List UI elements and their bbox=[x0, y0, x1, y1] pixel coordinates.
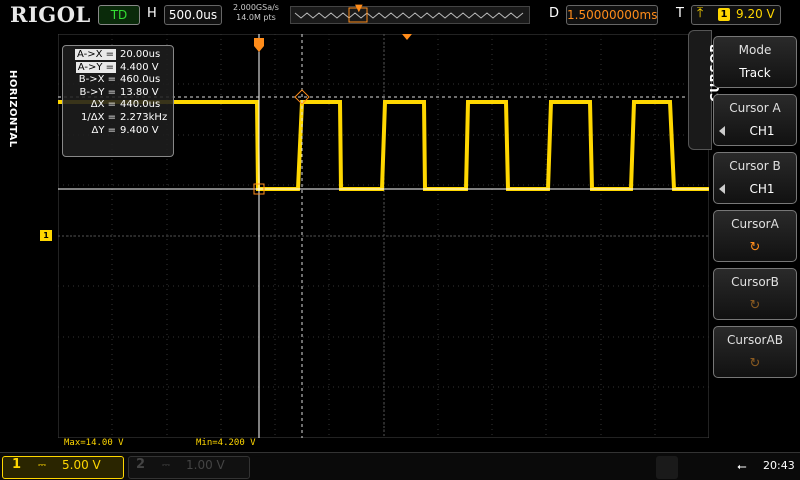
trigger-box[interactable] bbox=[691, 5, 781, 25]
left-arrow-icon bbox=[719, 184, 725, 194]
mode-label: Mode bbox=[738, 43, 772, 57]
cursor-b-knob-label: CursorB bbox=[731, 275, 779, 289]
measure-key: B->X = bbox=[78, 74, 116, 86]
measure-value: 4.400 V bbox=[120, 61, 159, 73]
delay-marker bbox=[402, 34, 412, 40]
run-state-indicator[interactable]: TD bbox=[98, 5, 140, 25]
measure-row: A->X = 20.00us bbox=[67, 49, 169, 62]
mode-button[interactable]: Mode Track bbox=[713, 36, 797, 88]
ch1-offset-marker[interactable]: 1 bbox=[40, 230, 52, 241]
acquisition-info: 2.000GSa/s 14.0M pts bbox=[228, 3, 284, 23]
knob-rotate-icon: ↻ bbox=[749, 356, 761, 371]
cursor-a-label: Cursor A bbox=[729, 101, 781, 115]
trigger-indicator: T bbox=[676, 6, 684, 21]
horizontal-indicator: H bbox=[147, 6, 157, 21]
trigger-channel-badge: 1 bbox=[718, 8, 730, 21]
cursor-a-source-button[interactable]: Cursor A CH1 bbox=[713, 94, 797, 146]
ch1-scale: 5.00 V bbox=[62, 458, 101, 472]
cursor-ab-knob-button[interactable]: CursorAB ↻ bbox=[713, 326, 797, 378]
measure-key: A->X = bbox=[74, 49, 116, 60]
cursor-b-source: CH1 bbox=[749, 182, 775, 196]
measure-row: B->X = 460.0us bbox=[67, 74, 169, 87]
cursor-b-marker bbox=[294, 89, 310, 105]
trigger-position-icon: ▼ bbox=[355, 3, 363, 14]
cursor-a-knob-button[interactable]: CursorA ↻ bbox=[713, 210, 797, 262]
max-value-readout: Max=14.00 V bbox=[64, 438, 124, 448]
measure-value: 9.400 V bbox=[120, 124, 159, 136]
measure-row: B->Y = 13.80 V bbox=[67, 87, 169, 100]
knob-rotate-icon: ↻ bbox=[749, 240, 761, 255]
rigol-logo: RIGOL bbox=[10, 2, 91, 27]
measure-value: 2.273kHz bbox=[120, 111, 168, 123]
measure-row: ΔX = 440.0us bbox=[67, 99, 169, 112]
left-side-panel: HORIZONTAL bbox=[0, 30, 22, 450]
ch1-number: 1 bbox=[12, 457, 22, 472]
measure-value: 13.80 V bbox=[120, 86, 159, 98]
ch1-waveform bbox=[58, 100, 709, 191]
cursor-b-label: Cursor B bbox=[729, 159, 781, 173]
memory-window bbox=[348, 7, 368, 23]
ch1-tab[interactable] bbox=[2, 456, 124, 479]
ch2-number: 2 bbox=[136, 457, 146, 472]
memory-position-bar: ▼ bbox=[290, 3, 530, 24]
measure-value: 20.00us bbox=[120, 49, 161, 60]
timebase-value[interactable]: 500.0us bbox=[164, 5, 222, 25]
menu-corner-tab bbox=[656, 456, 678, 479]
sample-rate: 2.000GSa/s bbox=[233, 3, 279, 12]
min-value-readout: Min=4.200 V bbox=[196, 438, 256, 448]
horizontal-menu-tab[interactable]: HORIZONTAL bbox=[2, 70, 20, 150]
left-arrow-icon bbox=[719, 126, 725, 136]
horizontal-delay-value[interactable]: 1.50000000ms bbox=[566, 5, 658, 25]
cursor-ab-knob-label: CursorAB bbox=[727, 333, 783, 347]
memory-waveform-preview bbox=[294, 7, 524, 23]
cursor-a-source: CH1 bbox=[749, 124, 775, 138]
bottom-channel-bar: 1 ⎓ 5.00 V 2 ⎓ 1.00 V ⭠ 20:43 bbox=[0, 452, 800, 480]
horizontal-label: HORIZONTAL bbox=[7, 70, 18, 148]
cursor-measurement-panel: A->X = 20.00us A->Y = 4.400 V B->X = 460.0u… bbox=[62, 45, 174, 157]
measure-key: ΔY = bbox=[91, 124, 116, 136]
system-clock: 20:43 bbox=[763, 459, 795, 472]
dc-coupling-icon: ⎓ bbox=[162, 460, 170, 471]
measure-value: 440.0us bbox=[120, 99, 161, 111]
memory-depth: 14.0M pts bbox=[236, 13, 276, 22]
measure-row: A->Y = 4.400 V bbox=[67, 61, 169, 75]
measure-value: 460.0us bbox=[120, 74, 161, 86]
top-status-bar: RIGOL TD H 500.0us 2.000GSa/s 14.0M pts … bbox=[0, 0, 800, 30]
measure-key: ΔX = bbox=[90, 99, 116, 111]
mode-value: Track bbox=[739, 66, 771, 80]
measure-key: A->Y = bbox=[75, 61, 116, 73]
trigger-position-marker bbox=[254, 38, 264, 52]
knob-rotate-icon: ↻ bbox=[749, 298, 761, 313]
cursor-menu-tab[interactable]: CURSOR bbox=[688, 30, 722, 150]
cursor-a-marker bbox=[253, 183, 265, 195]
trigger-level-value: 9.20 V bbox=[736, 7, 775, 21]
usb-icon: ⭠ bbox=[737, 459, 747, 473]
ch2-scale: 1.00 V bbox=[186, 458, 225, 472]
dc-coupling-icon: ⎓ bbox=[38, 460, 46, 471]
measure-key: 1/ΔX = bbox=[81, 111, 116, 123]
cursor-a-knob-label: CursorA bbox=[731, 217, 779, 231]
measure-key: B->Y = bbox=[79, 86, 116, 98]
delay-indicator: D bbox=[549, 6, 560, 21]
measure-row: ΔY = 9.400 V bbox=[67, 125, 169, 138]
cursor-b-knob-button[interactable]: CursorB ↻ bbox=[713, 268, 797, 320]
center-axes bbox=[58, 34, 709, 438]
measure-row: 1/ΔX = 2.273kHz bbox=[67, 112, 169, 125]
rising-edge-icon: ⤒ bbox=[697, 5, 704, 21]
cursor-b-source-button[interactable]: Cursor B CH1 bbox=[713, 152, 797, 204]
ch2-tab[interactable] bbox=[128, 456, 250, 479]
